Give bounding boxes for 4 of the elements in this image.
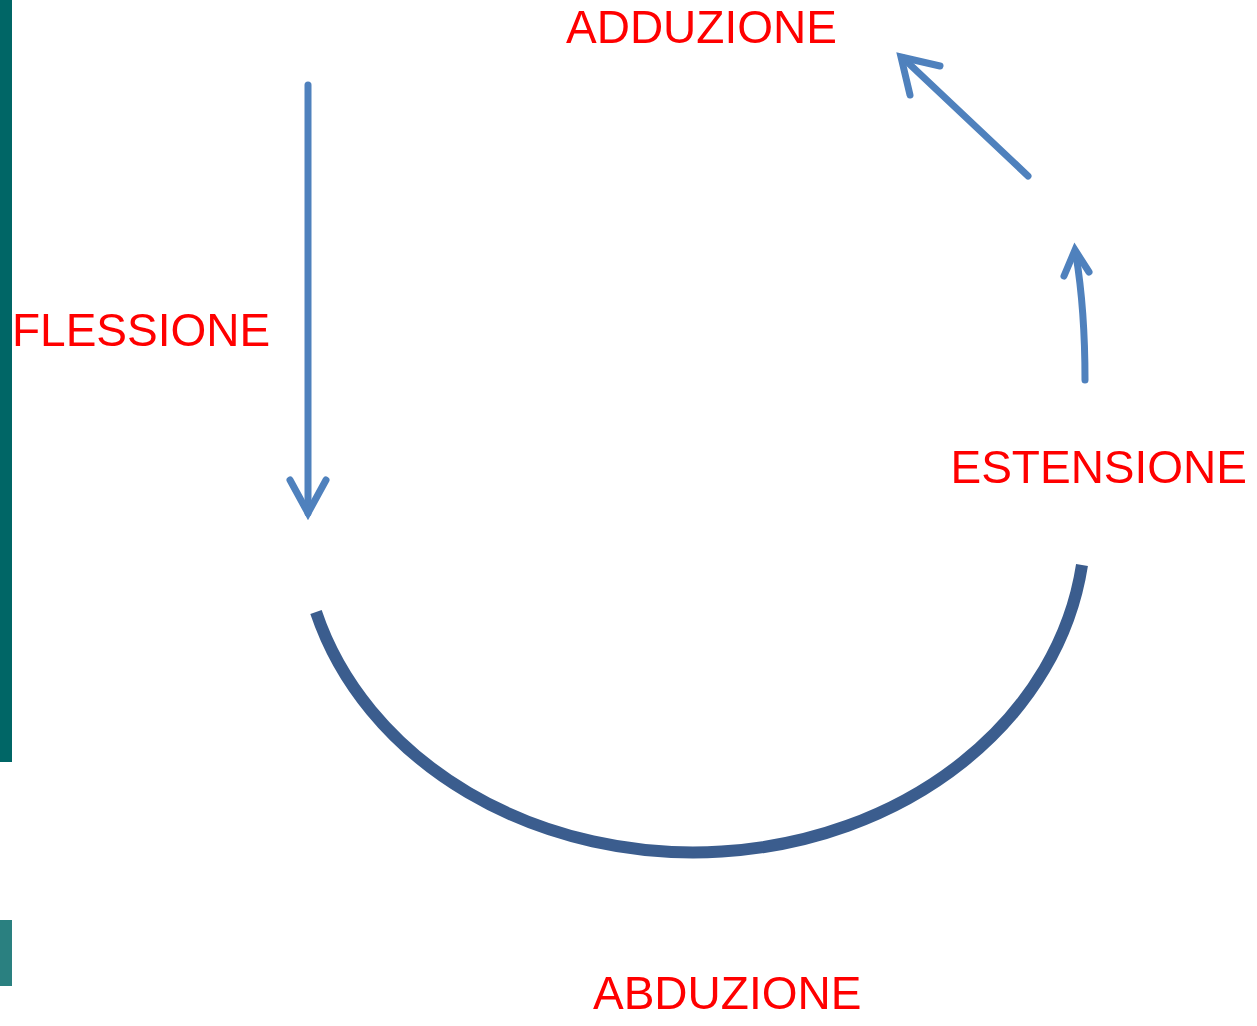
motion-label: FLESSIONE (12, 307, 271, 353)
motion-label: ADDUZIONE (566, 4, 837, 50)
motion-label: ABDUZIONE (593, 970, 862, 1016)
motion-label: ESTENSIONE (950, 444, 1247, 490)
